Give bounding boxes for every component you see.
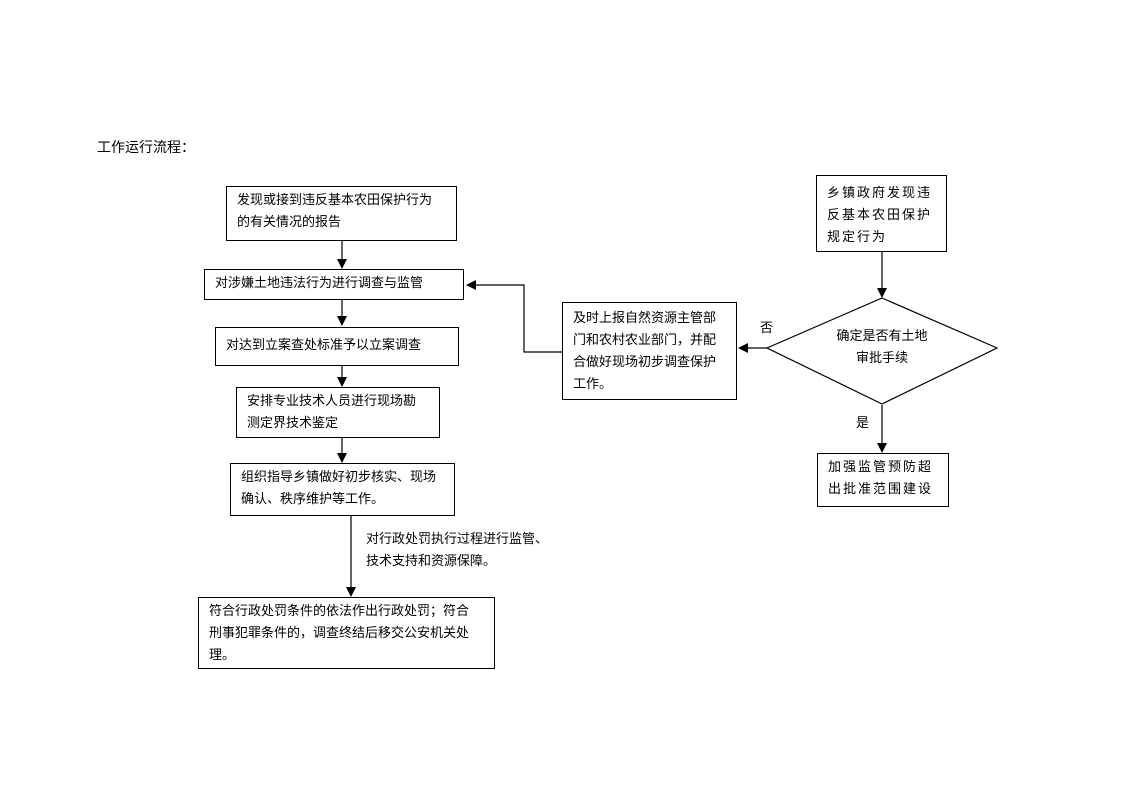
step-text-line: 出批准范围建设: [828, 482, 934, 497]
step-text-line: 加强监管预防超: [828, 460, 934, 475]
supervision-note: 对行政处罚执行过程进行监管、 技术支持和资源保障。: [366, 529, 548, 573]
step-report-received: 发现或接到违反基本农田保护行为 的有关情况的报告: [226, 186, 457, 241]
step-township-verify: 组织指导乡镇做好初步核实、现场 确认、秩序维护等工作。: [230, 463, 455, 516]
step-report-authorities: 及时上报自然资源主管部 门和农村农业部门，并配 合做好现场初步调查保护 工作。: [562, 302, 737, 400]
step-text-line: 规定行为: [827, 230, 888, 245]
step-text-line: 测定界技术鉴定: [247, 416, 339, 431]
decision-text-line: 审批手续: [855, 351, 908, 366]
step-text-line: 发现或接到违反基本农田保护行为: [237, 193, 433, 208]
step-file-case: 对达到立案查处标准予以立案调查: [215, 327, 459, 366]
step-text-line: 对涉嫌土地违法行为进行调查与监管: [215, 276, 424, 291]
note-text-line: 技术支持和资源保障。: [366, 554, 497, 569]
step-text-line: 门和农村农业部门，并配: [573, 333, 717, 348]
step-investigate-supervise: 对涉嫌土地违法行为进行调查与监管: [204, 269, 464, 300]
no-branch-label: 否: [760, 321, 774, 336]
page-title: 工作运行流程：: [97, 140, 195, 156]
step-text-line: 组织指导乡镇做好初步核实、现场: [241, 470, 437, 485]
step-text-line: 刑事犯罪条件的，调查终结后移交公安机关处: [209, 626, 470, 641]
step-text-line: 理。: [209, 648, 236, 663]
step-text-line: 工作。: [573, 377, 613, 392]
yes-branch-label: 是: [856, 416, 870, 431]
decision-text: 确定是否有土地 审批手续: [812, 326, 952, 370]
note-text-line: 对行政处罚执行过程进行监管、: [366, 532, 549, 547]
step-text-line: 及时上报自然资源主管部: [573, 311, 717, 326]
step-technical-survey: 安排专业技术人员进行现场勘 测定界技术鉴定: [236, 387, 440, 438]
step-text-line: 确认、秩序维护等工作。: [241, 492, 385, 507]
arrow-report-step2: [466, 280, 562, 353]
step-strengthen-supervision: 加强监管预防超 出批准范围建设: [817, 453, 949, 507]
decision-diamond: [765, 297, 999, 405]
step-text-line: 合做好现场初步调查保护: [573, 355, 717, 370]
step-penalty-or-transfer: 符合行政处罚条件的依法作出行政处罚；符合 刑事犯罪条件的，调查终结后移交公安机关…: [198, 597, 495, 669]
step-township-discovery: 乡镇政府发现违 反基本农田保护 规定行为: [816, 175, 947, 252]
step-text-line: 安排专业技术人员进行现场勘: [247, 394, 417, 409]
step-text-line: 的有关情况的报告: [237, 215, 342, 230]
decision-text-line: 确定是否有土地: [836, 329, 928, 344]
step-text-line: 符合行政处罚条件的依法作出行政处罚；符合: [209, 604, 470, 619]
step-text-line: 乡镇政府发现违: [827, 186, 933, 201]
step-text-line: 对达到立案查处标准予以立案调查: [226, 338, 422, 353]
step-text-line: 反基本农田保护: [827, 208, 933, 223]
